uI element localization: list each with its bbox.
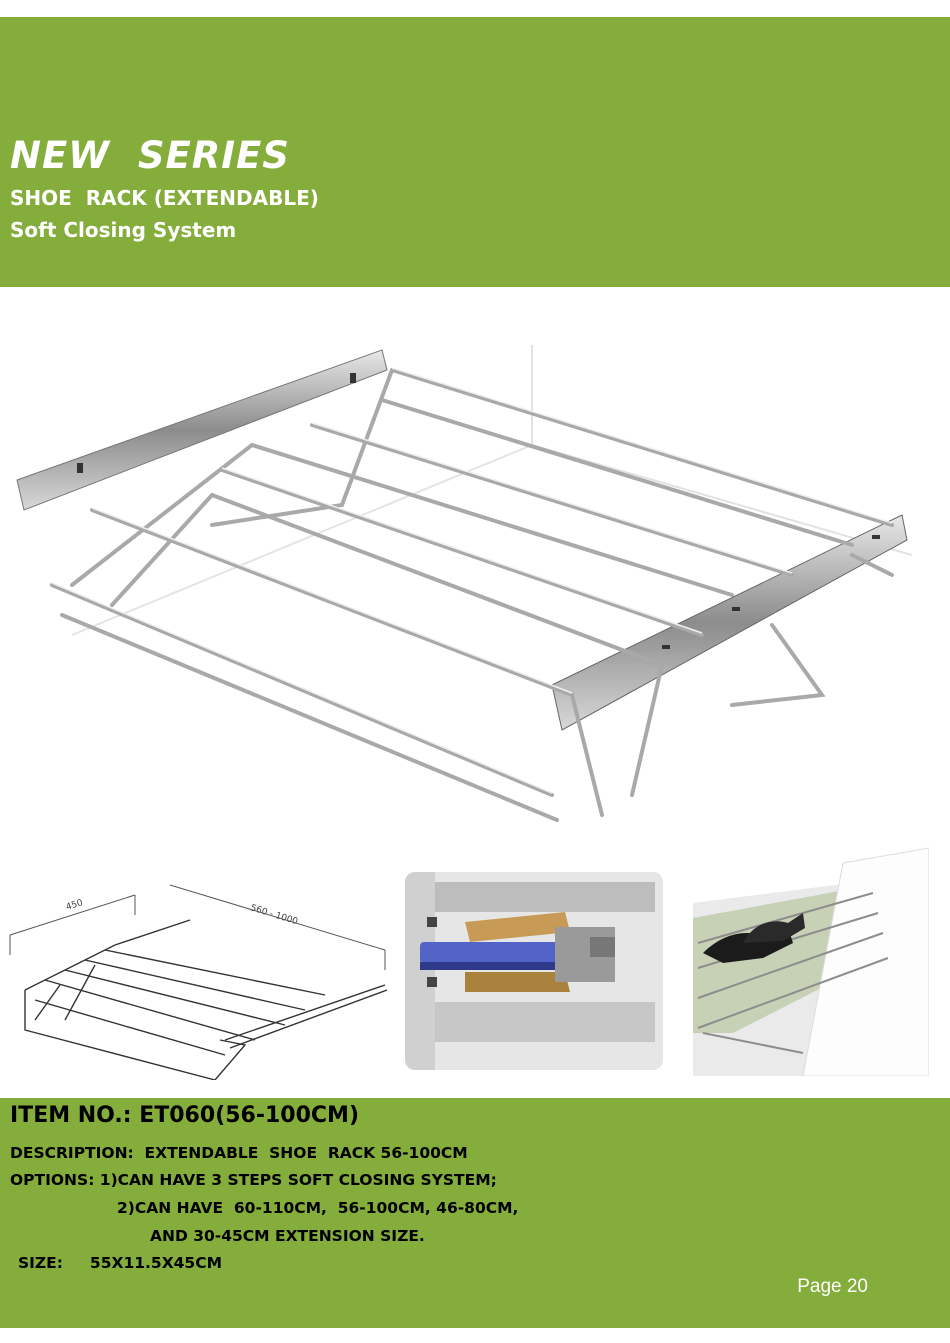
shoe-rack-main-photo — [12, 345, 912, 835]
options-line-3: AND 30-45CM EXTENSION SIZE. — [150, 1227, 425, 1245]
options-line-1: OPTIONS: 1)CAN HAVE 3 STEPS SOFT CLOSING… — [10, 1171, 497, 1189]
length-dimension-label: 560 - 1000 — [249, 903, 299, 927]
product-feature: Soft Closing System — [10, 218, 237, 242]
options-line-2: 2)CAN HAVE 60-110CM, 56-100CM, 46-80CM, — [117, 1199, 519, 1217]
header-band — [0, 17, 950, 287]
product-name: SHOE RACK (EXTENDABLE) — [10, 186, 319, 210]
soft-close-slide-photo — [405, 872, 663, 1070]
page-number: Page 20 — [797, 1276, 868, 1297]
item-number: ITEM NO.: ET060(56-100CM) — [10, 1103, 359, 1128]
series-title: NEW SERIES — [10, 134, 290, 177]
cabinet-interior-photo — [693, 833, 929, 1076]
description-line: DESCRIPTION: EXTENDABLE SHOE RACK 56-100… — [10, 1144, 468, 1162]
size-line: SIZE: 55X11.5X45CM — [18, 1254, 223, 1272]
specs-band — [0, 1098, 950, 1328]
dimension-drawing: 450 560 - 1000 — [9, 884, 388, 1080]
depth-dimension-label: 450 — [65, 898, 85, 913]
